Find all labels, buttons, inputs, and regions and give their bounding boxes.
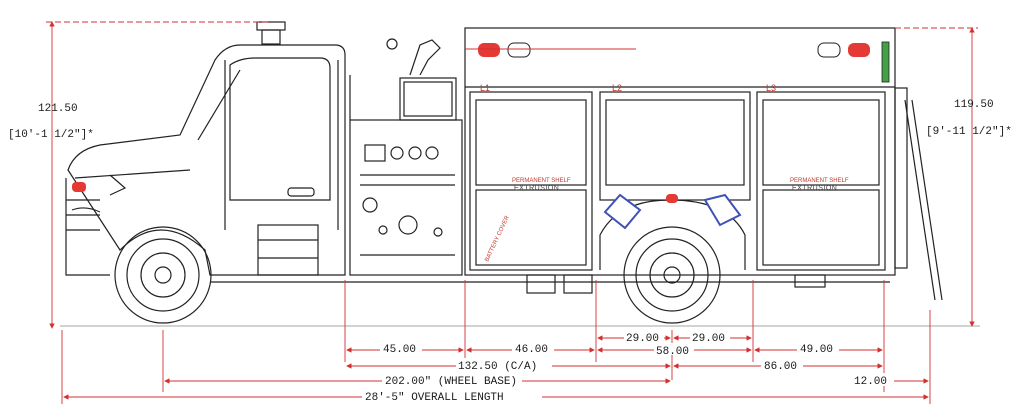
upper-right-red-light xyxy=(848,43,870,57)
compartment-label-l2: L2 xyxy=(612,83,622,93)
pump-panel xyxy=(349,38,463,276)
dim-left-height: 121.50 xyxy=(38,103,78,115)
dim-86: 86.00 xyxy=(764,361,797,373)
dim-29-left: 29.00 xyxy=(626,333,659,345)
dim-left-height-feet: [10'-1 1/2"]* xyxy=(8,129,94,141)
dim-29-right: 29.00 xyxy=(692,333,725,345)
dim-right-height: 119.50 xyxy=(954,99,994,111)
compartment-l3-door xyxy=(756,91,886,271)
extrusion-label-l1: EXTRUSION xyxy=(514,185,559,192)
upper-right-clear-light xyxy=(817,42,841,58)
cab xyxy=(65,44,346,276)
dim-58: 58.00 xyxy=(656,346,689,358)
shelf-label-l1: PERMANENT SHELF xyxy=(512,178,571,184)
warning-lights xyxy=(72,41,890,230)
upper-left-red-light xyxy=(478,43,500,57)
dim-right-height-feet: [9'-11 1/2"]* xyxy=(926,126,1012,138)
shelf-label-l3: PERMANENT SHELF xyxy=(790,178,849,184)
dim-49: 49.00 xyxy=(800,344,833,356)
blue-scene-light-right xyxy=(703,193,742,227)
compartment-label-l3: L3 xyxy=(766,83,776,93)
dimension-labels: 121.50 [10'-1 1/2"]* 119.50 [9'-11 1/2"]… xyxy=(8,99,1012,404)
roof-beacon xyxy=(256,21,286,45)
dim-46: 46.00 xyxy=(515,344,548,356)
extrusion-label-l3: EXTRUSION xyxy=(792,185,837,192)
dim-cab-to-axle: 132.50 (C/A) xyxy=(458,361,537,373)
blue-scene-light-left xyxy=(603,193,642,230)
dim-45: 45.00 xyxy=(383,344,416,356)
battery-cover-label: BATTERY COVER xyxy=(484,214,511,262)
compartment-label-l1: L1 xyxy=(480,83,490,93)
front-wheel xyxy=(114,226,212,324)
truck-outline xyxy=(60,21,980,327)
compartment-l1-door xyxy=(469,91,593,271)
dimension-lines xyxy=(46,21,978,404)
body xyxy=(210,27,943,301)
front-marker-light xyxy=(72,182,86,192)
compartment-l2-door xyxy=(599,91,751,201)
green-light-bar xyxy=(881,41,890,83)
dim-12: 12.00 xyxy=(854,376,887,388)
mid-red-light xyxy=(666,194,678,203)
dim-wheel-base: 202.00" (WHEEL BASE) xyxy=(385,376,517,388)
dim-overall-length: 28'-5" OVERALL LENGTH xyxy=(365,392,504,404)
rear-wheel xyxy=(623,226,721,324)
upper-left-clear-light xyxy=(507,42,531,58)
